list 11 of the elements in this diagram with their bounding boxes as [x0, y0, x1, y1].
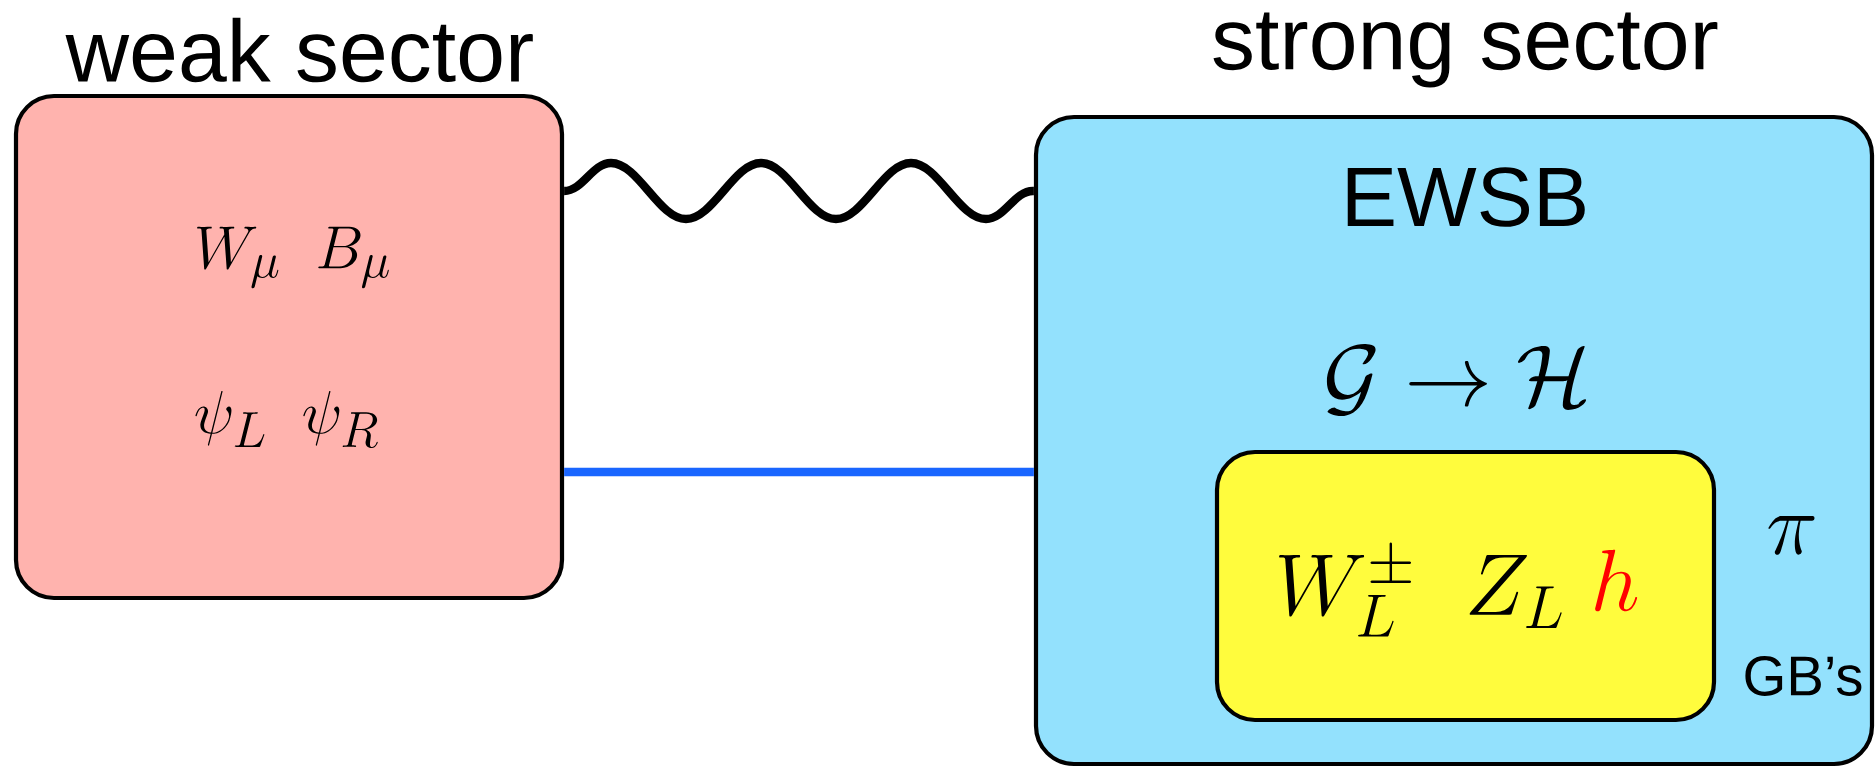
sector-heading: strong sector [1213, 12, 1718, 88]
formula: $\mathcal{G}\to\mathcal{H}$ [1326, 344, 1587, 417]
formula: $h$ [1595, 549, 1638, 612]
formula: $W_\mu\;\; B_\mu$ [197, 226, 389, 289]
formula: $\pi$ [1768, 516, 1815, 555]
box-heading: EWSB [1347, 167, 1585, 227]
caption-text: GB’s [1745, 656, 1862, 696]
straight-line [564, 467, 1034, 477]
formula: $W_L^{\pm}\;\; Z_L$ [1279, 542, 1562, 637]
sector-heading: weak sector [65, 17, 533, 83]
formula: $\psi_L\;\; \psi_R$ [195, 391, 378, 448]
